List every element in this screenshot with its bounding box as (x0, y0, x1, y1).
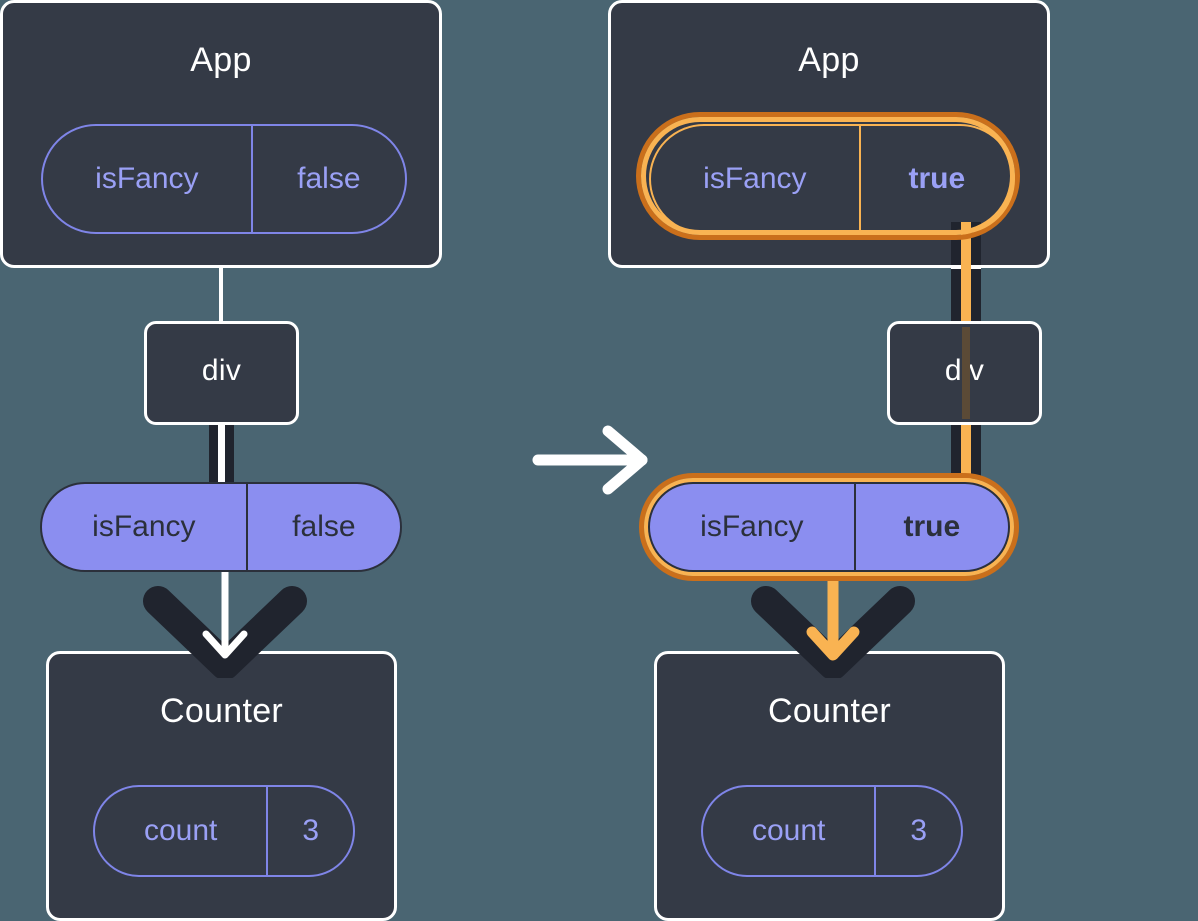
panel-after: App isFancy true div isFancy true (599, 0, 1198, 921)
counter-state-value: 3 (302, 814, 319, 847)
connector-app-to-div (219, 265, 223, 325)
counter-title: Counter (159, 692, 284, 730)
counter-state-key: count (703, 787, 877, 875)
app-box-bottom-edge-overlay (951, 265, 961, 269)
app-state-key: isFancy (651, 126, 861, 232)
counter-state-pill[interactable]: count 3 (93, 785, 355, 877)
counter-state-key: count (95, 787, 269, 875)
app-state-value: true (908, 162, 966, 195)
prop-flow-chevron (143, 586, 307, 678)
app-component-box[interactable]: App isFancy false (0, 0, 442, 268)
app-state-pill[interactable]: isFancy true (649, 124, 1015, 234)
connector-app-to-div-right-rail-hot (971, 222, 981, 327)
div-element-box[interactable]: div (144, 321, 299, 425)
counter-component-box[interactable]: Counter count 3 (46, 651, 397, 921)
app-state-key: isFancy (43, 126, 253, 232)
counter-component-box[interactable]: Counter count 3 (654, 651, 1005, 921)
app-state-pill[interactable]: isFancy false (41, 124, 407, 234)
counter-state-pill[interactable]: count 3 (701, 785, 963, 877)
connector-div-to-prop-left-rail-hot (951, 418, 961, 488)
transition-right-arrow-icon (532, 425, 648, 495)
app-title: App (190, 41, 252, 79)
connector-inside-div-hot (962, 327, 970, 419)
connector-app-to-div-left-rail-hot (951, 222, 961, 327)
connector-app-to-div-center-hot (961, 222, 971, 327)
app-state-value: false (297, 162, 361, 195)
connector-div-to-prop-right-rail (225, 418, 234, 488)
connector-div-to-prop-left-rail (209, 418, 218, 488)
prop-pill[interactable]: isFancy false (40, 482, 402, 572)
prop-key: isFancy (42, 484, 248, 570)
connector-div-to-prop-center-hot (961, 418, 971, 488)
app-box-bottom-edge-overlay-2 (971, 265, 981, 269)
connector-div-to-prop-right-rail-hot (971, 418, 981, 488)
prop-key: isFancy (650, 484, 856, 570)
prop-flow-arrow (202, 560, 248, 659)
div-title: div (201, 354, 242, 387)
app-title: App (798, 41, 860, 79)
app-component-box[interactable]: App isFancy true (608, 0, 1050, 268)
connector-div-to-prop-center (218, 418, 225, 488)
counter-title: Counter (767, 692, 892, 730)
prop-highlight-ring (639, 473, 1019, 581)
prop-value: true (903, 510, 961, 543)
prop-pill[interactable]: isFancy true (648, 482, 1010, 572)
counter-state-value: 3 (910, 814, 927, 847)
prop-value: false (292, 510, 356, 543)
prop-flow-chevron (751, 586, 915, 678)
panel-before: App isFancy false div isFancy false Coun… (0, 0, 442, 921)
